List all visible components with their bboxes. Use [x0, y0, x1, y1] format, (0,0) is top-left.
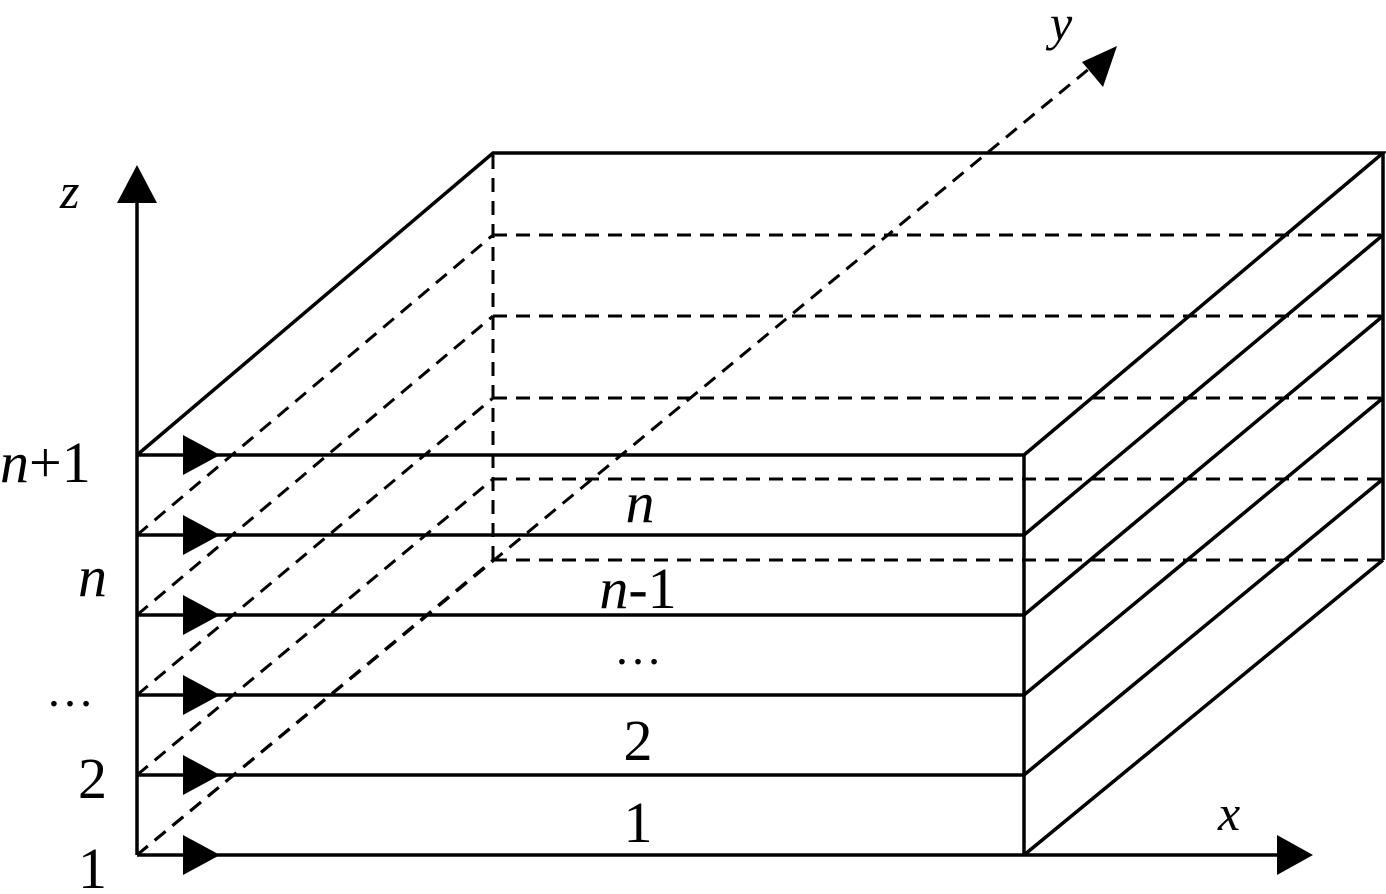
- flow-arrowhead: [183, 595, 220, 635]
- flow-arrowhead: [183, 675, 220, 715]
- layer-label-1: 1: [624, 790, 653, 855]
- top-face-outline: [135, 151, 1386, 457]
- interface-label-2: 2: [78, 746, 107, 811]
- right-face-interface-line: [1022, 396, 1385, 697]
- y-axis-label: y: [1045, 0, 1073, 51]
- right-face-interface-line: [1022, 314, 1385, 617]
- flow-arrows: [183, 435, 220, 875]
- right-face-bottom-edge: [1022, 558, 1385, 857]
- interface-label-1: 1: [78, 836, 107, 894]
- layer-label-n-minus-1: n-1: [599, 556, 676, 621]
- flow-arrowhead: [183, 835, 220, 875]
- interface-label-n: n: [78, 544, 107, 609]
- left-face-interface-line: [136, 233, 494, 537]
- layer-label-2: 2: [624, 708, 653, 773]
- left-face-interface-line: [136, 477, 494, 777]
- x-axis: [137, 835, 1313, 875]
- y-axis-arrowhead: [1082, 46, 1117, 87]
- x-axis-label: x: [1217, 785, 1240, 841]
- z-axis-arrowhead: [117, 165, 157, 203]
- right-face-interface-line: [1022, 477, 1385, 777]
- hidden-edges: [136, 155, 1383, 857]
- flow-arrowhead: [183, 435, 220, 475]
- layer-label-ellipsis: …: [614, 622, 662, 675]
- z-axis-label: z: [59, 163, 79, 219]
- flow-arrowhead: [183, 755, 220, 795]
- box-edges: [135, 151, 1386, 857]
- y-axis-line: [136, 66, 1091, 857]
- right-face-interface-line: [1022, 233, 1385, 537]
- left-face-interface-line: [136, 396, 494, 697]
- flow-arrowhead: [183, 515, 220, 555]
- z-axis: [117, 165, 157, 855]
- interface-label-n-plus-1: n+1: [0, 430, 91, 495]
- x-axis-arrowhead: [1277, 835, 1313, 875]
- left-face-interface-line: [136, 314, 494, 617]
- interface-label-ellipsis: …: [46, 664, 94, 717]
- layer-label-n: n: [626, 470, 655, 535]
- y-axis: [136, 46, 1117, 857]
